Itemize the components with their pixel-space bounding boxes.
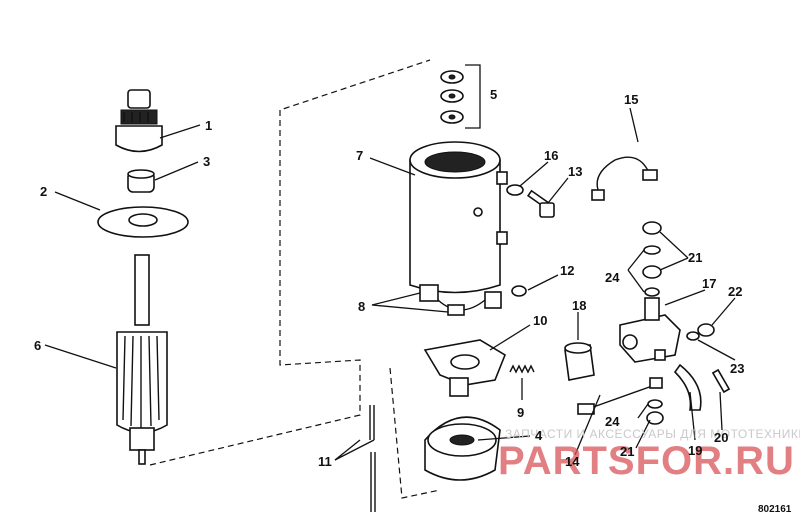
through-bolts	[369, 405, 376, 512]
watermark: ЗАПЧАСТИ И АКСЕССУАРЫ ДЛЯ МОТОТЕХНИКИ PA…	[498, 427, 800, 483]
frame-bolt	[526, 189, 555, 218]
wire-lead	[591, 156, 658, 201]
assembly-guide-bolts	[389, 367, 441, 499]
solenoid-side-washer	[686, 331, 700, 341]
sleeve	[564, 342, 595, 381]
label-part-21-top: 21	[688, 250, 702, 265]
solenoid-top-hardware	[642, 221, 662, 297]
label-part-1: 1	[205, 118, 212, 133]
drive-pinion	[115, 89, 163, 153]
label-part-2: 2	[40, 184, 47, 199]
thrust-plate	[97, 206, 189, 238]
label-part-24-bottom: 24	[605, 414, 620, 429]
brush-plate	[423, 339, 506, 397]
label-part-8: 8	[358, 299, 365, 314]
figure-code: 802161	[758, 504, 792, 515]
part-number-labels: 1 2 3 4 5 6 7 8 9 10 11 12 13 14 15 16 1…	[34, 87, 744, 469]
label-part-22: 22	[728, 284, 742, 299]
label-part-19: 19	[688, 443, 702, 458]
label-part-5: 5	[490, 87, 497, 102]
label-part-21-bottom: 21	[620, 444, 634, 459]
label-part-24-top: 24	[605, 270, 620, 285]
label-part-3: 3	[203, 154, 210, 169]
motor-frame	[409, 141, 508, 294]
brush-springs	[509, 364, 535, 374]
label-part-13: 13	[568, 164, 582, 179]
label-part-20: 20	[714, 430, 728, 445]
starter-cable	[577, 377, 663, 415]
armature	[116, 254, 168, 465]
label-part-7: 7	[356, 148, 363, 163]
frame-washer	[506, 184, 524, 196]
terminal-nut	[511, 285, 527, 297]
label-part-16: 16	[544, 148, 558, 163]
label-part-14: 14	[565, 454, 580, 469]
label-part-12: 12	[560, 263, 574, 278]
label-part-11: 11	[318, 454, 332, 469]
watermark-tagline: ЗАПЧАСТИ И АКСЕССУАРЫ ДЛЯ МОТОТЕХНИКИ	[505, 427, 800, 441]
solenoid-side-nut	[697, 323, 715, 337]
label-part-6: 6	[34, 338, 41, 353]
label-part-15: 15	[624, 92, 638, 107]
solenoid	[619, 297, 681, 363]
solenoid-bracket	[673, 363, 702, 411]
spacer-bushing	[127, 169, 155, 193]
assembly-guide-left	[149, 59, 431, 466]
label-part-17: 17	[702, 276, 716, 291]
label-part-23: 23	[730, 361, 744, 376]
leader-lines	[44, 107, 736, 461]
bracket-screw	[711, 368, 731, 394]
label-part-10: 10	[533, 313, 547, 328]
label-part-9: 9	[517, 405, 524, 420]
cable-hardware	[646, 399, 664, 425]
label-part-4: 4	[535, 428, 543, 443]
watermark-brand: PARTSFOR.RU	[498, 439, 795, 483]
washer-stack	[440, 64, 481, 129]
label-part-18: 18	[572, 298, 586, 313]
commutator-end-cap	[424, 416, 501, 481]
